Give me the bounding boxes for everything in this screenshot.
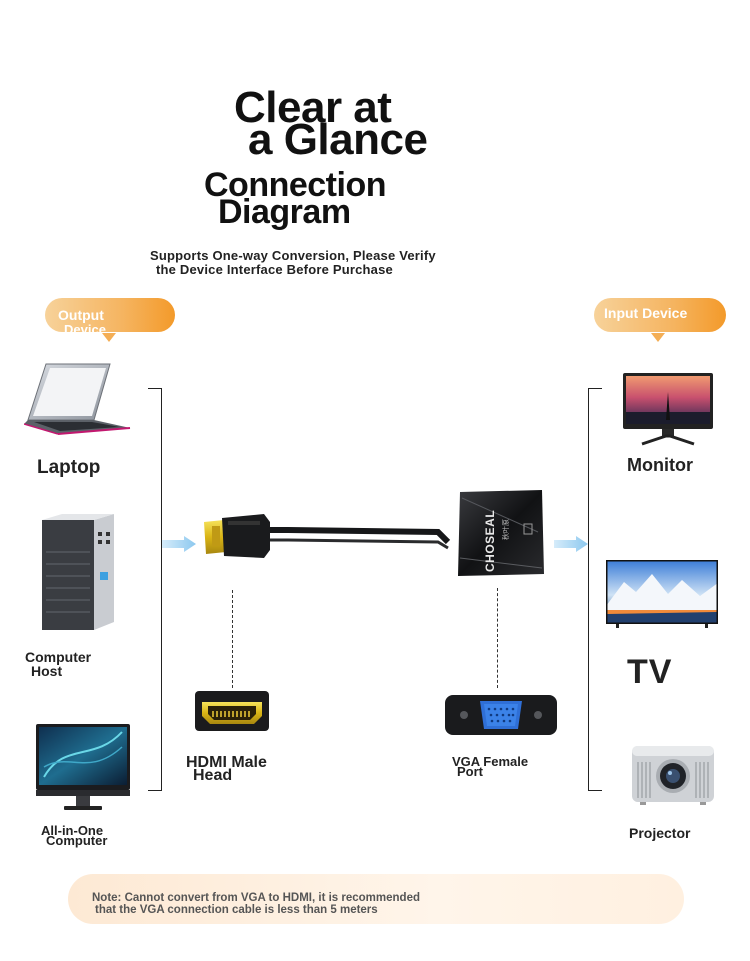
title-line-3: Connection xyxy=(204,166,386,204)
monitor-label: Monitor xyxy=(627,455,693,475)
output-bracket xyxy=(148,388,162,791)
vga-female-port-icon xyxy=(445,695,557,735)
hdmi-label-1: HDMI Male xyxy=(186,754,267,771)
title-line-1: Clear at xyxy=(234,83,392,132)
output-badge-line-2: Device xyxy=(64,322,106,337)
tv-label: TV xyxy=(627,653,673,691)
title-line-4: Diagram xyxy=(218,193,351,231)
output-badge-pointer xyxy=(102,333,116,342)
monitor-icon xyxy=(623,373,713,446)
output-badge-pill xyxy=(45,298,175,332)
subtitle-line-2: the Device Interface Before Purchase xyxy=(156,262,393,277)
laptop-icon xyxy=(24,363,131,435)
hdmi-to-vga-adapter-icon: CHOSEAL 秋叶原 xyxy=(204,490,544,576)
arrow-right-icon xyxy=(162,536,196,552)
hdmi-label-2: Head xyxy=(193,767,233,784)
all-in-one-label-1: All-in-One xyxy=(41,823,104,838)
computer-tower-icon xyxy=(42,514,114,630)
title-line-2: a Glance xyxy=(248,115,428,164)
vga-label-1: VGA Female xyxy=(452,754,529,769)
all-in-one-label-2: Computer xyxy=(46,833,108,848)
note-line-2: that the VGA connection cable is less th… xyxy=(95,904,378,916)
projector-label: Projector xyxy=(629,825,691,841)
adapter-brand-cn-text: 秋叶原 xyxy=(501,519,510,540)
note-line-1: Note: Cannot convert from VGA to HDMI, i… xyxy=(92,892,420,904)
input-badge-label: Input Device xyxy=(604,305,688,321)
input-bracket xyxy=(588,388,602,791)
tv-icon xyxy=(606,560,718,628)
hdmi-dashed-line xyxy=(232,590,233,688)
note-box xyxy=(68,874,684,924)
adapter-brand-text: CHOSEAL xyxy=(483,510,497,572)
vga-label-2: Port xyxy=(457,764,483,779)
output-badge-line-1: Output xyxy=(58,307,104,323)
arrow-right-icon xyxy=(554,536,588,552)
computer-host-label-1: Computer xyxy=(25,649,92,665)
vga-dashed-line xyxy=(497,588,498,688)
laptop-label: Laptop xyxy=(37,457,101,478)
projector-icon xyxy=(632,746,714,805)
hdmi-male-head-icon xyxy=(195,691,269,731)
all-in-one-computer-icon xyxy=(36,724,130,810)
computer-host-label-2: Host xyxy=(31,663,63,679)
subtitle-line-1: Supports One-way Conversion, Please Veri… xyxy=(150,248,436,263)
input-badge-pill xyxy=(594,298,726,332)
input-badge-pointer xyxy=(651,333,665,342)
